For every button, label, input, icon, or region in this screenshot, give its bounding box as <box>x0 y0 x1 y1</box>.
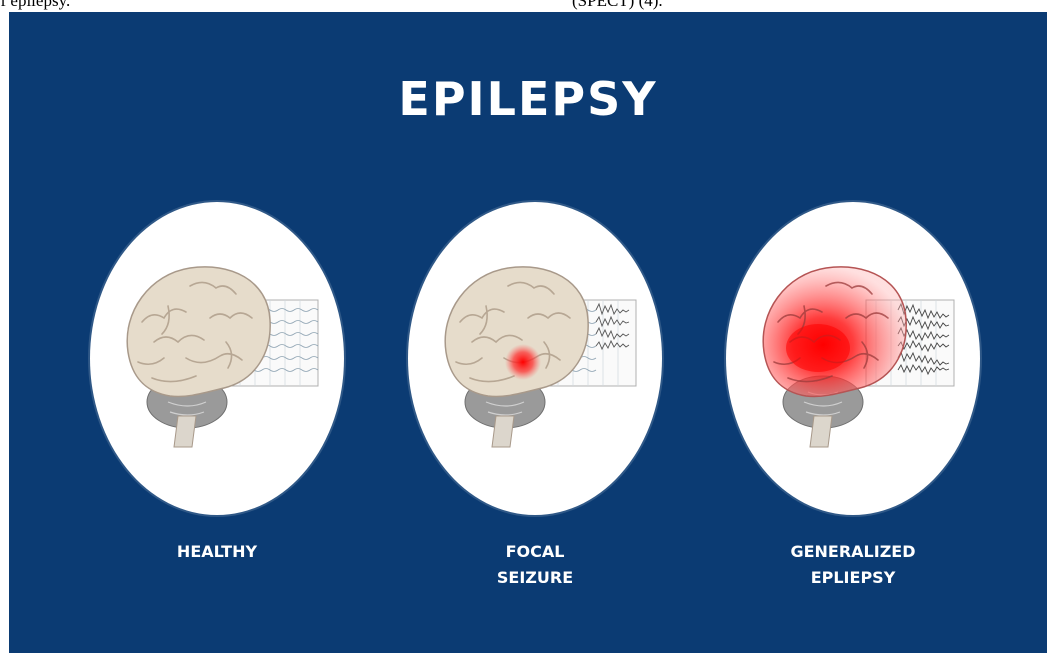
focal-seizure-brain-card <box>408 202 662 515</box>
caption-fragment-left: of epilepsy. <box>0 0 70 11</box>
generalized-epilepsy-label-line-1: GENERALIZED <box>753 539 953 565</box>
infographic-title: EPILEPSY <box>9 72 1047 126</box>
focal-seizure-spot <box>505 344 541 380</box>
focal-seizure-label-line-1: FOCAL <box>435 539 635 565</box>
healthy-brain-card <box>90 202 344 515</box>
healthy-label-line-1: HEALTHY <box>117 539 317 565</box>
healthy-brain-illustration <box>90 202 344 515</box>
focal-seizure-label: FOCAL SEIZURE <box>435 539 635 591</box>
brain-shape <box>445 267 588 447</box>
focal-seizure-label-line-2: SEIZURE <box>435 565 635 591</box>
caption-strip: of epilepsy. (SPECT) (4). <box>0 0 1047 12</box>
caption-fragment-right: (SPECT) (4). <box>572 0 663 11</box>
focal-seizure-brain-illustration <box>408 202 662 515</box>
generalized-epilepsy-label-line-2: EPLIEPSY <box>753 565 953 591</box>
brain-shape <box>763 267 906 447</box>
generalized-epilepsy-brain-card <box>726 202 980 515</box>
epilepsy-infographic: EPILEPSY <box>9 12 1047 653</box>
generalized-seizure-area <box>786 324 850 372</box>
generalized-epilepsy-label: GENERALIZED EPLIEPSY <box>753 539 953 591</box>
healthy-label: HEALTHY <box>117 539 317 565</box>
brain-shape <box>127 267 270 447</box>
generalized-epilepsy-brain-illustration <box>726 202 980 515</box>
